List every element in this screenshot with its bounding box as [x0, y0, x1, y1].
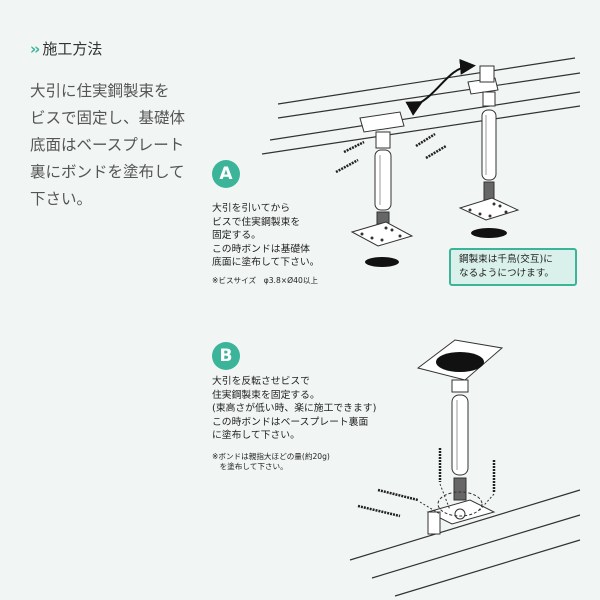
intro-line: 大引に住実鋼製束を	[30, 82, 170, 100]
section-b-line: に塗布して下さい。	[212, 430, 300, 441]
intro-text: 大引に住実鋼製束を ビスで固定し、基礎体 底面はベースプレート 裏にボンドを塗布…	[30, 78, 200, 213]
intro-line: 底面はベースプレート	[30, 136, 185, 154]
section-b-text: 大引を反転させビスで 住実鋼製束を固定する。 (束高さが低い時、楽に施工できます…	[212, 375, 376, 443]
section-b-line: 住実鋼製束を固定する。	[212, 389, 320, 401]
section-a-line: 大引を引いてから	[212, 203, 291, 214]
section-b-line: (束高さが低い時、楽に施工できます)	[212, 403, 377, 414]
section-a-text: 大引を引いてから ビスで住実鋼製束を 固定する。 この時ボンドは基礎体 底面に塗…	[212, 202, 319, 270]
section-a-line: 底面に塗布して下さい。	[212, 257, 320, 268]
callout-line: 鋼製束は千鳥(交互)に	[459, 254, 553, 265]
section-b-line: 大引を反転させビスで	[212, 376, 310, 387]
section-b-note-line: を塗布して下さい。	[212, 462, 288, 471]
section-b-line: この時ボンドはベースプレート裏面	[212, 416, 369, 428]
section-a-line: 固定する。	[212, 230, 261, 241]
callout-line: なるようにつけます。	[459, 268, 554, 279]
section-b-note: ※ボンドは親指大ほどの量(約20g) を塗布して下さい。	[212, 452, 330, 472]
section-title: 施工方法	[42, 40, 103, 58]
section-a-line: この時ボンドは基礎体	[212, 243, 310, 255]
intro-line: 下さい。	[30, 190, 93, 208]
stagger-callout: 鋼製束は千鳥(交互)に なるようにつけます。	[449, 248, 577, 286]
section-a-note: ※ビスサイズ φ3.8×Ø40以上	[212, 276, 318, 285]
badge-a: A	[212, 160, 240, 188]
intro-line: ビスで固定し、基礎体	[30, 109, 186, 127]
badge-b: B	[212, 342, 240, 370]
section-b-note-line: ※ボンドは親指大ほどの量(約20g)	[212, 452, 330, 461]
intro-line: 裏にボンドを塗布して	[30, 163, 185, 181]
section-header: ›› 施工方法	[30, 38, 102, 59]
section-a-line: ビスで住実鋼製束を	[212, 216, 301, 228]
chevron-icon: ››	[30, 39, 40, 58]
